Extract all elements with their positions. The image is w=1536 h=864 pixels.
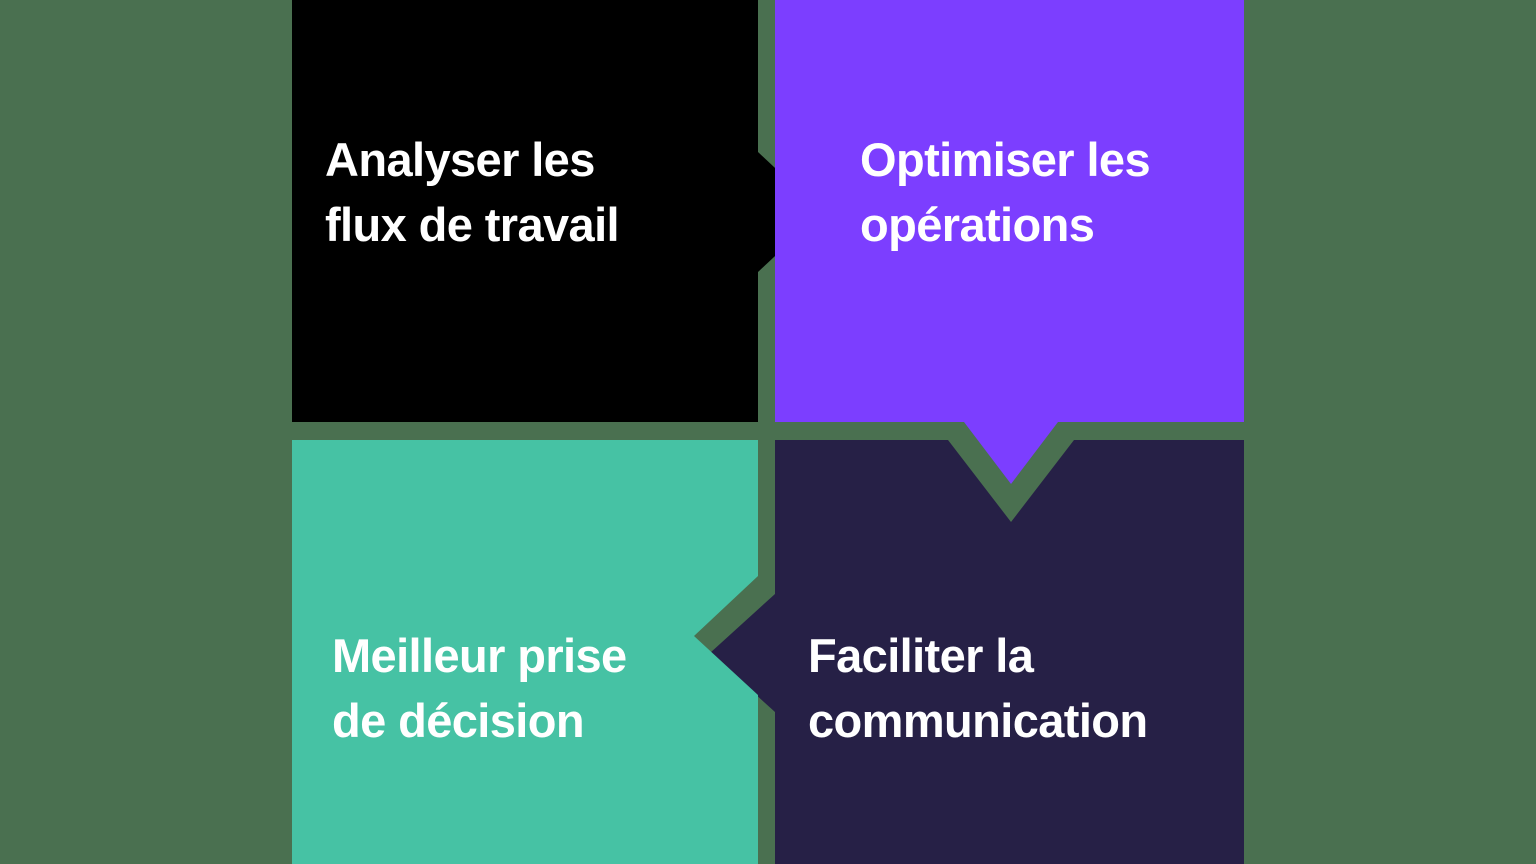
card-shape-faciliter[interactable]	[710, 440, 1244, 864]
card-label-analyser: Analyser les flux de travail	[325, 133, 620, 251]
card-label-meilleur-prise: Meilleur prise de décision	[332, 629, 627, 747]
card-shape-analyser[interactable]	[292, 0, 822, 422]
card-label-optimiser: Optimiser les opérations	[860, 133, 1151, 251]
card-shape-meilleur-prise[interactable]	[292, 440, 758, 864]
card-shape-optimiser[interactable]	[775, 0, 1244, 484]
card-label-faciliter: Faciliter la communication	[808, 629, 1148, 747]
